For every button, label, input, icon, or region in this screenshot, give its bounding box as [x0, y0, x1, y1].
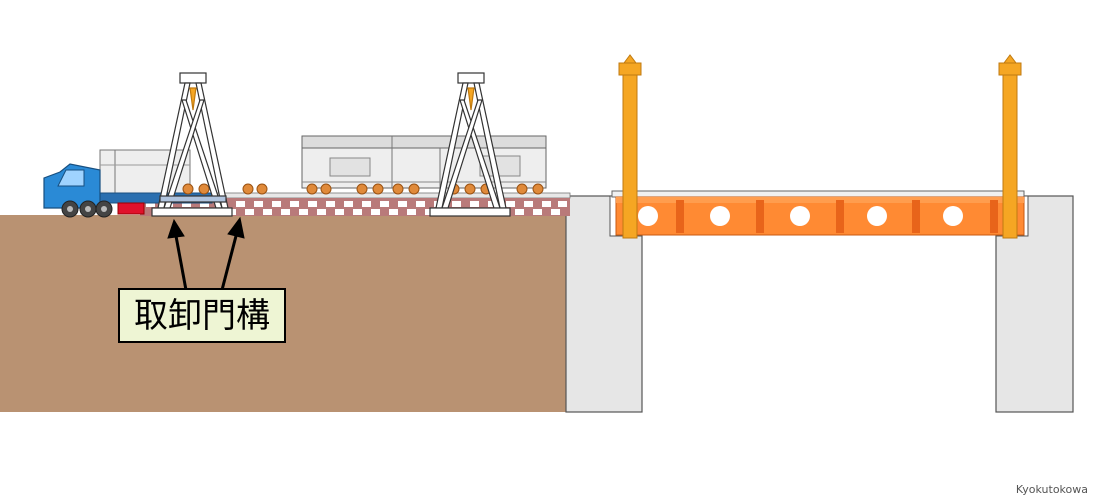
credit-text: Kyokutokowa: [1015, 483, 1088, 496]
unloading-gantry-right: [429, 72, 511, 217]
girder-segment: [301, 135, 547, 189]
girder-holes: [638, 206, 963, 226]
label-arrows: [167, 216, 245, 291]
gantry-label-text: 取卸門構: [134, 296, 270, 336]
temporary-post-left: [618, 54, 642, 239]
steel-girder: [611, 190, 1025, 236]
temporary-post-right: [998, 54, 1022, 239]
unloading-gantry-left: [151, 72, 233, 217]
gantry-label: 取卸門構: [118, 288, 286, 343]
